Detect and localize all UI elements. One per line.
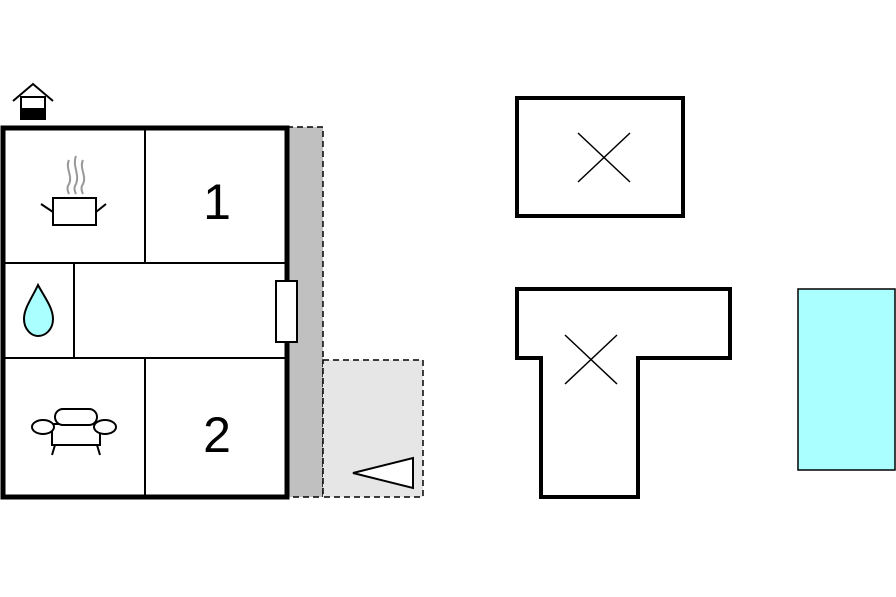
- cross-icon: [564, 334, 618, 385]
- swimming-pool: [797, 288, 896, 471]
- cooking-pot-icon: [40, 155, 107, 226]
- cross-icon: [577, 132, 631, 183]
- interior-walls: [3, 128, 287, 497]
- room-label-1: 1: [203, 174, 231, 230]
- water-drop-icon: [22, 282, 55, 338]
- outbuilding-rectangle: [515, 96, 685, 218]
- room-label-2: 2: [203, 407, 231, 463]
- house-entrance-icon: [12, 82, 54, 120]
- outbuilding-t-shape: [515, 287, 732, 499]
- door: [275, 280, 298, 343]
- triangle-arrow-icon: [352, 456, 414, 490]
- sofa-icon: [31, 408, 117, 456]
